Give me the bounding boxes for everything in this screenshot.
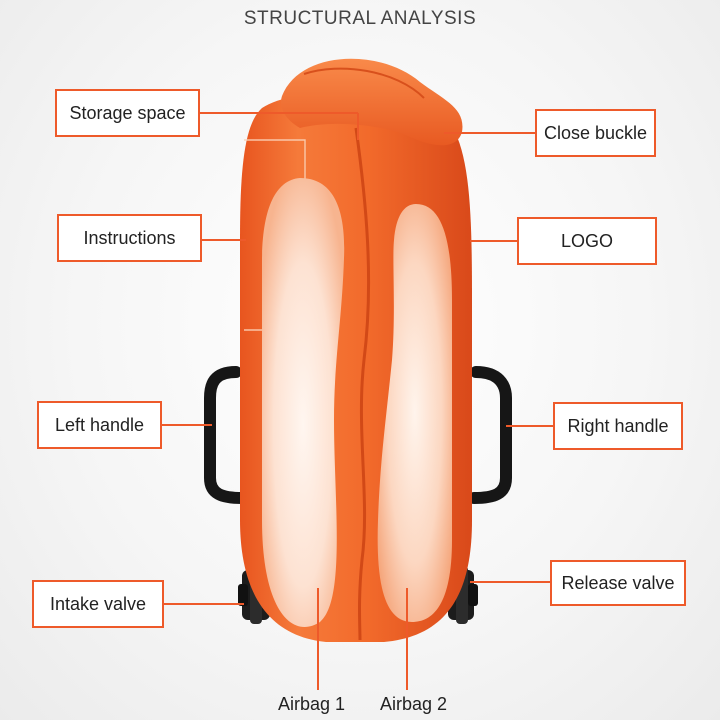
right-handle-callout: Right handle <box>553 402 683 450</box>
release-valve-callout: Release valve <box>550 560 686 606</box>
airbag-1-label: Airbag 1 <box>278 694 346 714</box>
airbag-1 <box>262 178 345 627</box>
intake-valve-callout: Intake valve <box>32 580 164 628</box>
rolled-top <box>280 58 463 146</box>
left-handle <box>204 366 248 504</box>
left-handle-callout: Left handle <box>37 401 162 449</box>
airbag-2 <box>377 204 452 622</box>
center-seam <box>354 127 371 641</box>
close-buckle-callout: Close buckle <box>535 109 656 157</box>
right-handle <box>468 366 512 504</box>
diagram-title: STRUCTURAL ANALYSIS <box>243 8 477 29</box>
instructions-callout: Instructions <box>57 214 202 262</box>
storage-space-callout: Storage space <box>55 89 200 137</box>
airbag-2-label: Airbag 2 <box>380 694 448 714</box>
logo-callout: LOGO <box>517 217 657 265</box>
